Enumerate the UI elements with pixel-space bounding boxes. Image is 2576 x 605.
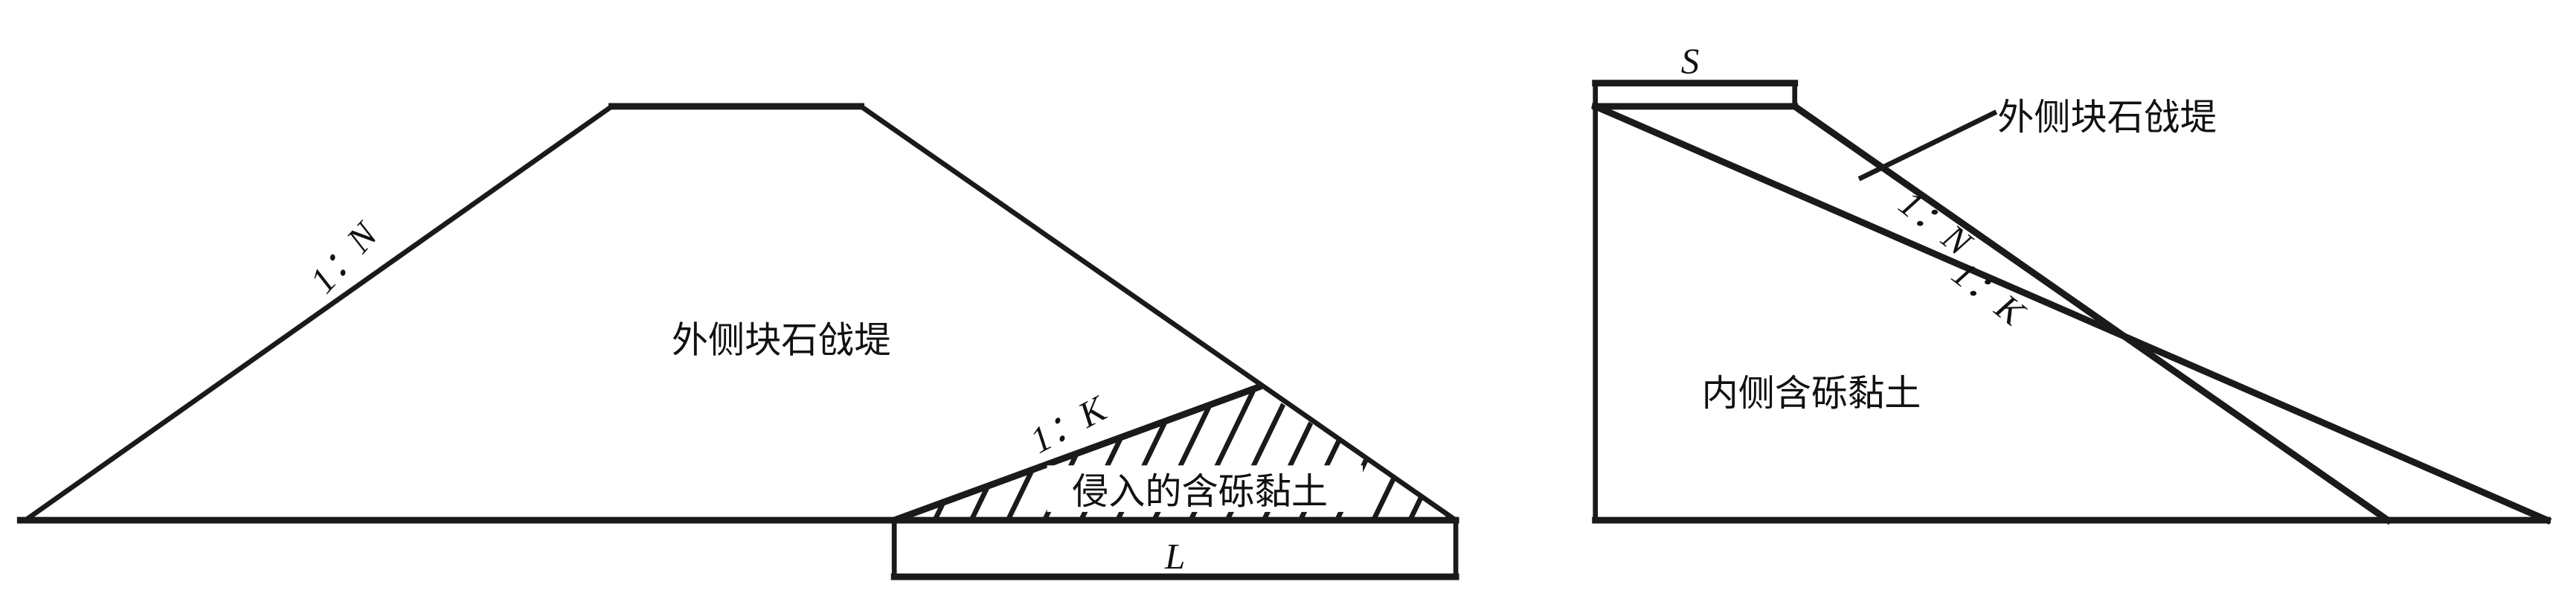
right-figure: S 外侧块石戗堤 1：N 1：K 内侧含砾黏土: [1590, 40, 2552, 525]
hatch-line: [1479, 374, 1554, 529]
leader-line: [1857, 109, 1998, 182]
hatch-line: [963, 387, 1046, 521]
intrusion-label-bg: [1047, 465, 1364, 512]
outer-slope-line: [1790, 101, 2393, 525]
left-figure: 外侧块石戗堤 1：N 1：K 侵入的含砾黏土 L: [16, 103, 1554, 580]
outer-embankment-label: 外侧块石戗堤: [1997, 95, 2217, 138]
crest-width-box: [1593, 80, 1798, 109]
hatch-line: [1402, 387, 1456, 521]
intrusion-label: 侵入的含砾黏土: [1072, 470, 1328, 513]
hatch-line: [1439, 387, 1456, 521]
inner-slope-line: [1590, 102, 2552, 525]
outer-slope-label: 1：N: [302, 213, 387, 301]
outer-embankment-outline: [22, 103, 1459, 524]
hatch-line: [927, 387, 1009, 521]
length-label: L: [1164, 536, 1185, 577]
inner-slope-label: 1：K: [1024, 387, 1114, 461]
inner-clay-label: 内侧含砾黏土: [1702, 371, 1921, 414]
outer-embankment-label: 外侧块石戗堤: [672, 318, 891, 362]
crest-width-label: S: [1681, 40, 1700, 81]
